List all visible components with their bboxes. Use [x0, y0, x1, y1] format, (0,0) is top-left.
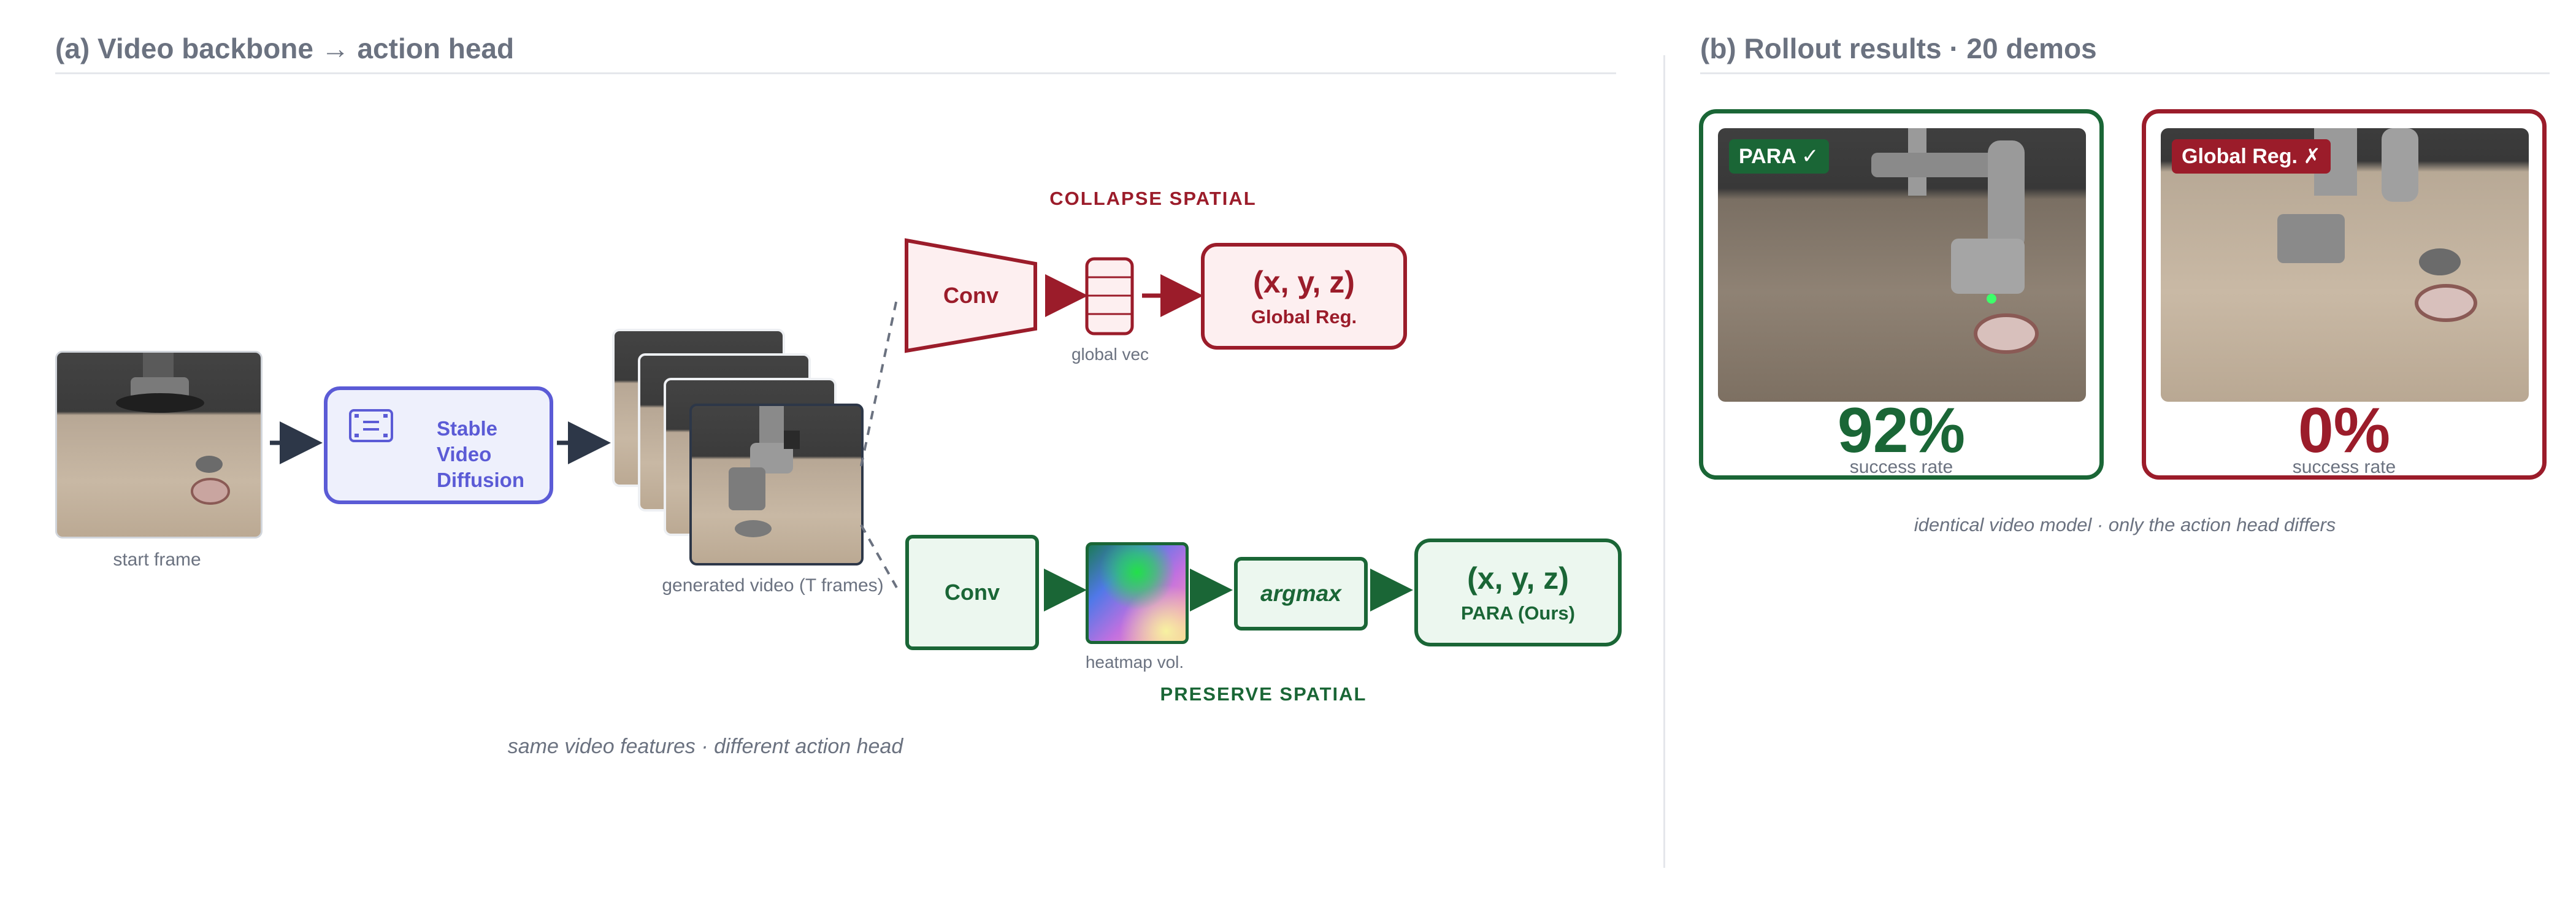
- collapse-spatial-tag: COLLAPSE SPATIAL: [1049, 188, 1257, 209]
- para-xyz: (x, y, z): [1467, 561, 1569, 596]
- panel-a-footer: same video features · different action h…: [507, 735, 903, 758]
- para-label: PARA (Ours): [1461, 602, 1575, 624]
- panel-a-rule: [55, 72, 1616, 74]
- rollout-card-global-reg: Global Reg. ✗ 0% success rate: [2142, 109, 2547, 480]
- global-reg-badge: Global Reg. ✗: [2172, 139, 2331, 174]
- para-rollout-image: PARA ✓: [1718, 128, 2086, 402]
- svd-box: Stable Video Diffusion: [324, 386, 553, 504]
- argmax-label: argmax: [1260, 581, 1341, 606]
- panel-separator: [1663, 55, 1665, 868]
- preserve-spatial-tag: PRESERVE SPATIAL: [1160, 683, 1367, 705]
- para-success-value: 92%: [1837, 395, 1966, 466]
- conv-green-box: Conv: [905, 535, 1039, 650]
- panel-b-rule: [1700, 72, 2550, 74]
- global-reg-output-box: (x, y, z) Global Reg.: [1201, 243, 1407, 350]
- global-reg-label: Global Reg.: [1251, 306, 1357, 328]
- heatmap-label: heatmap vol.: [1085, 653, 1184, 672]
- rollout-card-para: PARA ✓ 92% success rate: [1699, 109, 2104, 480]
- global-vec-label: global vec: [1071, 345, 1149, 364]
- global-reg-success-label: success rate: [2292, 457, 2396, 477]
- para-success-label: success rate: [1849, 457, 1953, 477]
- conv-red-trapezoid: [905, 238, 1037, 353]
- dashed-to-collapse: [860, 299, 898, 467]
- film-icon: [349, 409, 393, 442]
- para-badge: PARA ✓: [1729, 139, 1829, 174]
- global-reg-success-value: 0%: [2298, 395, 2391, 466]
- global-reg-xyz: (x, y, z): [1253, 265, 1355, 299]
- heatmap-volume-image: [1086, 542, 1189, 644]
- conv-green-label: Conv: [945, 580, 1000, 605]
- svd-label: Stable Video Diffusion: [437, 417, 524, 491]
- argmax-box: argmax: [1234, 557, 1368, 631]
- panel-a-title: (a) Video backbone → action head: [55, 33, 515, 64]
- global-vec-icon: [1085, 257, 1134, 335]
- start-frame-image: [55, 351, 263, 539]
- panel-b-footer: identical video model · only the action …: [1914, 514, 2336, 535]
- panel-b-title: (b) Rollout results · 20 demos: [1700, 33, 2097, 64]
- video-frame-front: [689, 404, 864, 565]
- para-output-box: (x, y, z) PARA (Ours): [1414, 539, 1622, 646]
- global-reg-rollout-image: Global Reg. ✗: [2161, 128, 2529, 402]
- dashed-to-preserve: [860, 524, 898, 588]
- conv-red-label: Conv: [943, 283, 999, 308]
- start-frame-label: start frame: [113, 550, 201, 570]
- generated-video-label: generated video (T frames): [662, 575, 884, 596]
